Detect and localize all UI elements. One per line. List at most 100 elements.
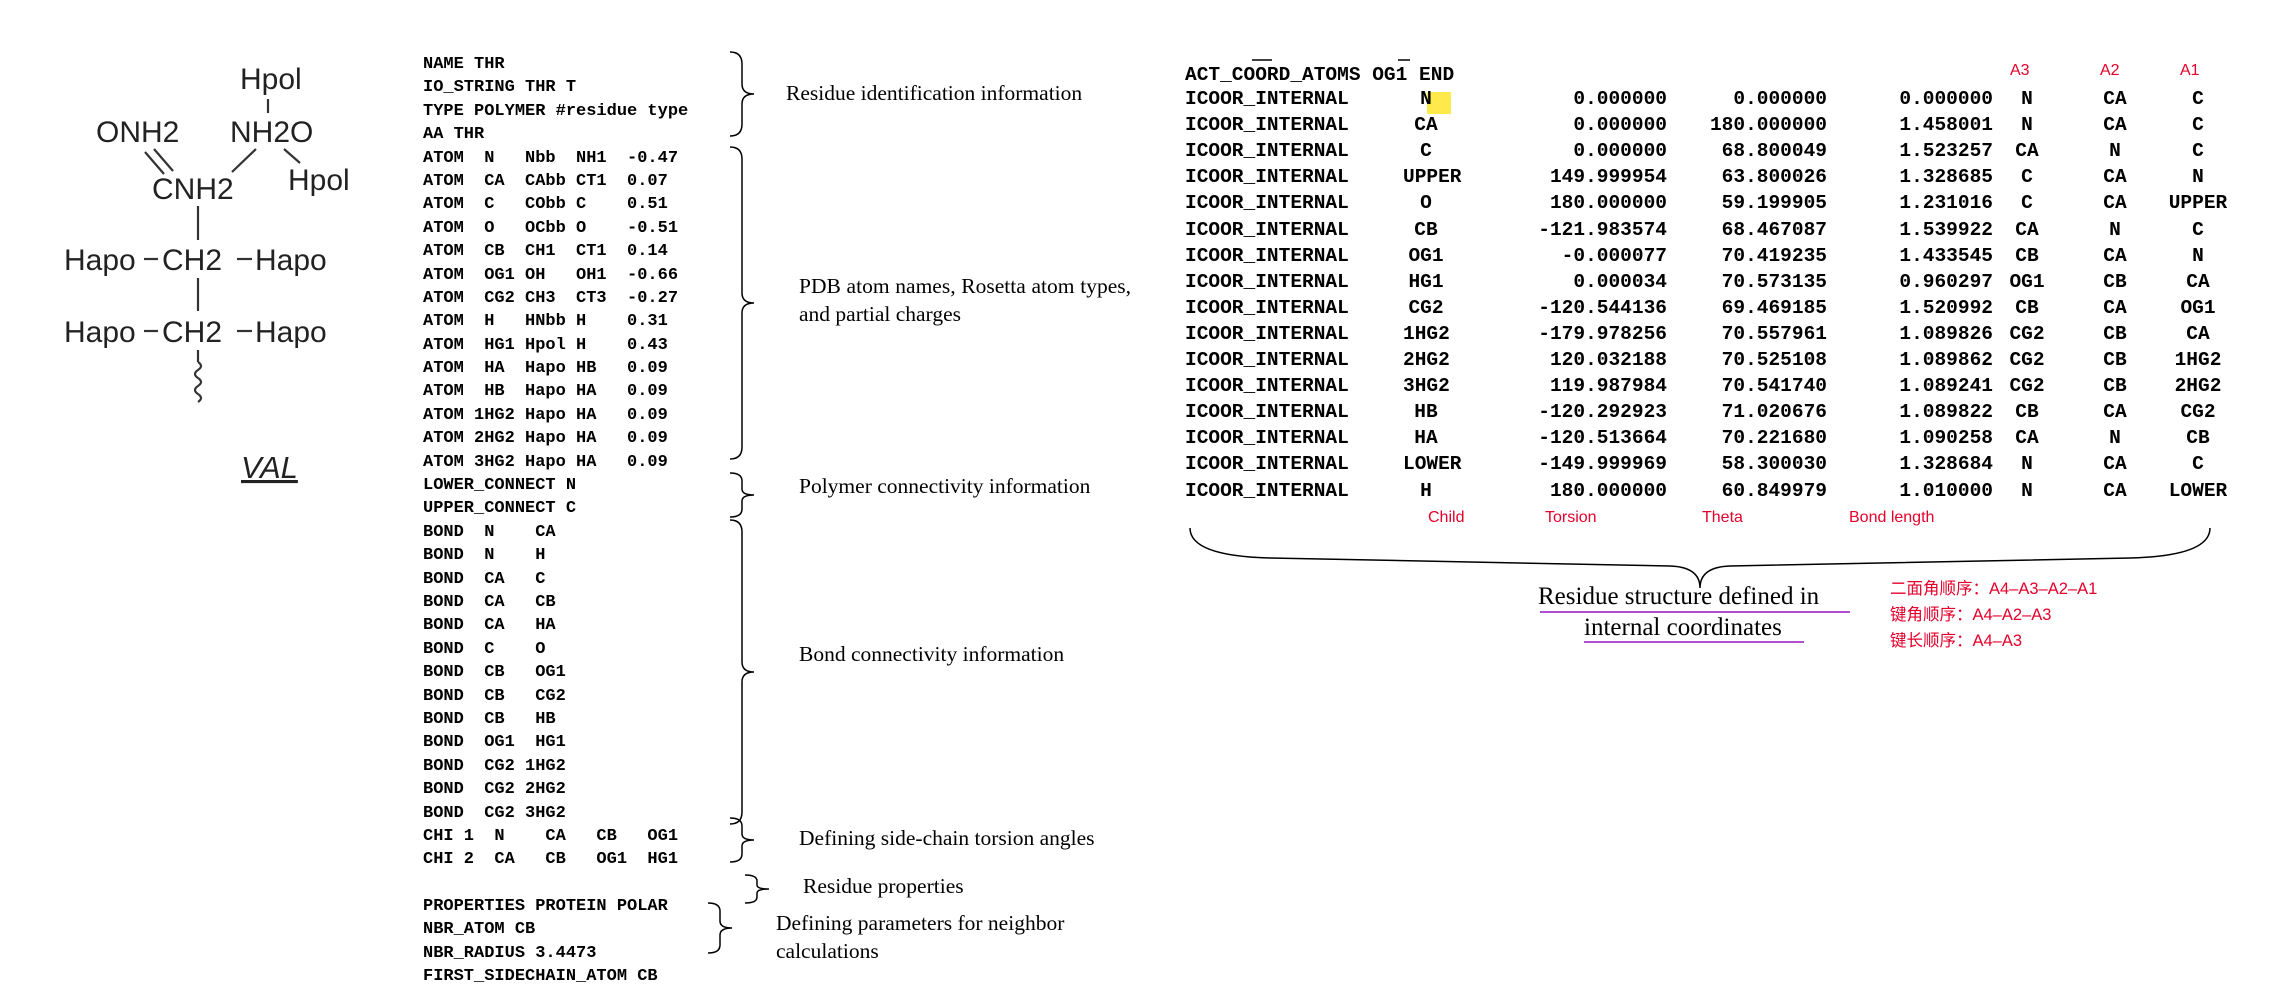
bond-length-value: 1.523257 xyxy=(1899,140,1993,163)
params-line: ATOM CB CH1 CT1 0.14 xyxy=(423,242,668,262)
params-line: BOND CA HA xyxy=(423,616,556,636)
params-line: LOWER_CONNECT N xyxy=(423,476,577,496)
torsion-value: -120.513664 xyxy=(1538,427,1667,450)
record-type: ICOOR_INTERNAL xyxy=(1185,244,1349,267)
atom-label: CH2 xyxy=(162,316,222,349)
params-line: FIRST_SIDECHAIN_ATOM CB xyxy=(423,967,658,987)
col-head-bond-length: Bond length xyxy=(1849,509,1935,526)
child-atom: OG1 xyxy=(1408,244,1444,267)
record-type: ICOOR_INTERNAL xyxy=(1185,427,1349,450)
child-atom: CA xyxy=(1414,114,1438,137)
record-type: ICOOR_INTERNAL xyxy=(1185,296,1349,319)
bond-line xyxy=(144,151,165,175)
record-type: ICOOR_INTERNAL xyxy=(1185,375,1349,398)
annotation-bond-conn: Bond connectivity information xyxy=(799,642,1065,666)
wavy-bond xyxy=(193,361,203,403)
theta-value: 0.000000 xyxy=(1733,88,1827,110)
a1-atom: LOWER xyxy=(2168,479,2228,502)
bond-length-value: 1.231016 xyxy=(1899,192,1993,215)
params-line: BOND CG2 3HG2 xyxy=(423,803,566,823)
a3-atom: CB xyxy=(2015,244,2039,267)
bond-length-value: 1.539922 xyxy=(1899,218,1993,241)
a1-atom: CA xyxy=(2186,270,2210,293)
col-head-child: Child xyxy=(1428,509,1465,526)
atom-label: CNH2 xyxy=(152,173,234,206)
a3-atom: CB xyxy=(2015,296,2039,319)
a2-atom: CA xyxy=(2103,479,2127,502)
a1-atom: UPPER xyxy=(2168,192,2228,215)
bond-length-value: 1.433545 xyxy=(1899,244,1993,267)
child-atom: 2HG2 xyxy=(1403,349,1450,371)
torsion-value: 0.000000 xyxy=(1573,88,1667,110)
act-coord-line: ACT_COORD_ATOMS OG1 END xyxy=(1185,64,1455,86)
theta-value: 70.557961 xyxy=(1721,322,1827,345)
atom-label: Hapo xyxy=(64,316,136,349)
child-atom: CG2 xyxy=(1408,296,1444,319)
params-line: BOND CB OG1 xyxy=(423,663,566,683)
child-atom: HB xyxy=(1414,401,1438,424)
bond-length-value: 1.328684 xyxy=(1899,453,1993,476)
a1-atom: CG2 xyxy=(2180,401,2216,424)
theta-value: 63.800026 xyxy=(1721,166,1827,189)
note-angle-order: 键角顺序：A4–A2–A3 xyxy=(1890,606,2052,624)
params-line: BOND CA CB xyxy=(423,592,556,612)
torsion-value: 0.000000 xyxy=(1573,140,1667,163)
a1-atom: 1HG2 xyxy=(2174,349,2222,371)
a1-atom: C xyxy=(2192,114,2204,137)
bond-length-value: 0.960297 xyxy=(1899,270,1993,293)
params-line: BOND CG2 1HG2 xyxy=(423,756,566,776)
params-line: BOND OG1 HG1 xyxy=(423,733,566,753)
a3-atom: CA xyxy=(2015,218,2039,241)
record-type: ICOOR_INTERNAL xyxy=(1185,401,1349,424)
bond-line xyxy=(231,148,257,173)
record-type: ICOOR_INTERNAL xyxy=(1185,88,1349,110)
a2-atom: CB xyxy=(2103,270,2127,293)
record-type: ICOOR_INTERNAL xyxy=(1185,192,1349,215)
child-atom: UPPER xyxy=(1403,166,1462,189)
a3-atom: N xyxy=(2021,114,2033,137)
child-atom: H xyxy=(1420,479,1432,502)
theta-value: 58.300030 xyxy=(1721,453,1827,476)
params-line: ATOM H HNbb H 0.31 xyxy=(423,312,668,332)
child-atom: 1HG2 xyxy=(1403,322,1450,345)
params-line: ATOM CA CAbb CT1 0.07 xyxy=(423,171,668,191)
a2-atom: CB xyxy=(2103,349,2127,371)
params-line: NBR_ATOM CB xyxy=(423,920,536,940)
record-type: ICOOR_INTERNAL xyxy=(1185,114,1349,137)
structure-bonds: Hpol ONH2 NH2O Hpol CNH2 Hapo CH2 Hapo H… xyxy=(64,63,350,485)
params-line: ATOM 3HG2 Hapo HA 0.09 xyxy=(423,452,668,472)
torsion-value: -120.292923 xyxy=(1538,401,1667,424)
a2-atom: N xyxy=(2109,427,2121,450)
annotation-polymer-conn: Polymer connectivity information xyxy=(799,474,1091,498)
icoor-caption-line1: Residue structure defined in xyxy=(1538,583,1820,610)
child-atom: LOWER xyxy=(1403,453,1462,476)
theta-value: 70.573135 xyxy=(1721,270,1827,293)
annotation-residue-id: Residue identification information xyxy=(786,81,1083,105)
params-line: TYPE POLYMER #residue type xyxy=(423,101,689,121)
params-line: UPPER_CONNECT C xyxy=(423,499,577,519)
torsion-value: -149.999969 xyxy=(1538,453,1667,476)
params-line: ATOM 2HG2 Hapo HA 0.09 xyxy=(423,429,668,449)
params-line: ATOM HG1 Hpol H 0.43 xyxy=(423,335,668,355)
params-line: BOND CB CG2 xyxy=(423,686,566,706)
bond-length-value: 1.010000 xyxy=(1899,479,1993,502)
annotation-chi: Defining side-chain torsion angles xyxy=(799,826,1095,850)
atom-label: ONH2 xyxy=(96,116,179,149)
a3-atom: CB xyxy=(2015,401,2039,424)
a3-atom: CA xyxy=(2015,140,2039,163)
record-type: ICOOR_INTERNAL xyxy=(1185,479,1349,502)
brace-properties xyxy=(744,874,770,904)
bond-line xyxy=(283,148,301,164)
col-head-torsion: Torsion xyxy=(1545,509,1597,526)
a3-atom: N xyxy=(2021,88,2033,110)
params-line: NBR_RADIUS 3.4473 xyxy=(423,943,597,963)
record-type: ICOOR_INTERNAL xyxy=(1185,322,1349,345)
a1-atom: 2HG2 xyxy=(2174,375,2222,398)
note-dihedral-order: 二面角顺序：A4–A3–A2–A1 xyxy=(1890,580,2098,598)
theta-value: 71.020676 xyxy=(1721,401,1827,424)
params-line: ATOM 1HG2 Hapo HA 0.09 xyxy=(423,405,668,425)
params-line: BOND N H xyxy=(423,546,546,566)
col-head-a3: A3 xyxy=(2010,62,2030,79)
theta-value: 68.467087 xyxy=(1721,218,1827,241)
